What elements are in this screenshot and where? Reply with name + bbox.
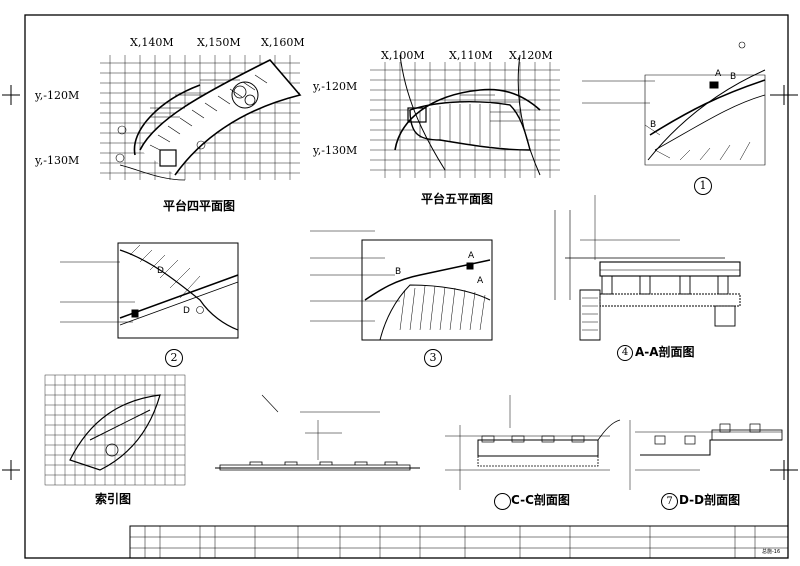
detail1-marker-a: A bbox=[715, 69, 722, 79]
section-aa-title: A-A剖面图 bbox=[635, 345, 695, 359]
plan4-coord-x3: X,160M bbox=[261, 36, 305, 49]
detail1-number: 1 bbox=[694, 177, 712, 195]
section-cc-marker bbox=[494, 493, 511, 510]
section-cc-title: C-C剖面图 bbox=[511, 493, 570, 507]
index-plan-drawing bbox=[44, 374, 186, 486]
detail3-marker-b: B bbox=[395, 267, 402, 277]
plan4-title: 平台四平面图 bbox=[163, 199, 236, 213]
section-dd-number: 7 bbox=[661, 493, 678, 510]
detail2-drawing bbox=[60, 242, 239, 339]
plan4-deck bbox=[119, 59, 302, 181]
section-aa-drawing bbox=[554, 195, 741, 341]
drawing-number: 总施-16 bbox=[762, 549, 781, 555]
plan4-coord-x1: X,140M bbox=[130, 36, 174, 49]
index-plan-title: 索引图 bbox=[95, 492, 132, 506]
detail2-marker-d: D bbox=[157, 266, 164, 276]
title-block bbox=[129, 525, 789, 559]
detail2-number: 2 bbox=[165, 349, 183, 367]
detail3-marker-a: A bbox=[468, 251, 475, 261]
detail3-number: 3 bbox=[424, 349, 442, 367]
plan4-coord-y1: y,-120M bbox=[35, 89, 80, 102]
section-aa-number: 4 bbox=[617, 345, 633, 361]
detail2-marker-d2: D bbox=[183, 306, 190, 316]
plan4-coord-y2: y,-130M bbox=[35, 154, 80, 167]
plan5-title: 平台五平面图 bbox=[421, 192, 494, 206]
plan5-coord-x3: X,120M bbox=[509, 49, 553, 62]
detail1-marker-b: B bbox=[730, 72, 737, 82]
plan5-coord-x2: X,110M bbox=[449, 49, 493, 62]
plan4-coord-x2: X,150M bbox=[197, 36, 241, 49]
plan5-coord-x1: X,100M bbox=[381, 49, 425, 62]
plan5-coord-y2: y,-130M bbox=[313, 144, 358, 157]
detail1-drawing bbox=[582, 41, 766, 166]
detail1-marker-b2: B bbox=[650, 120, 657, 130]
plan5-coord-y1: y,-120M bbox=[313, 80, 358, 93]
plan5-deck bbox=[394, 88, 541, 151]
detail3-marker-a2: A bbox=[477, 276, 484, 286]
strip-detail bbox=[215, 394, 420, 471]
detail3-drawing bbox=[310, 230, 493, 341]
section-dd-title: D-D剖面图 bbox=[679, 493, 741, 507]
section-dd-drawing bbox=[629, 420, 783, 490]
section-cc-drawing bbox=[445, 395, 621, 490]
